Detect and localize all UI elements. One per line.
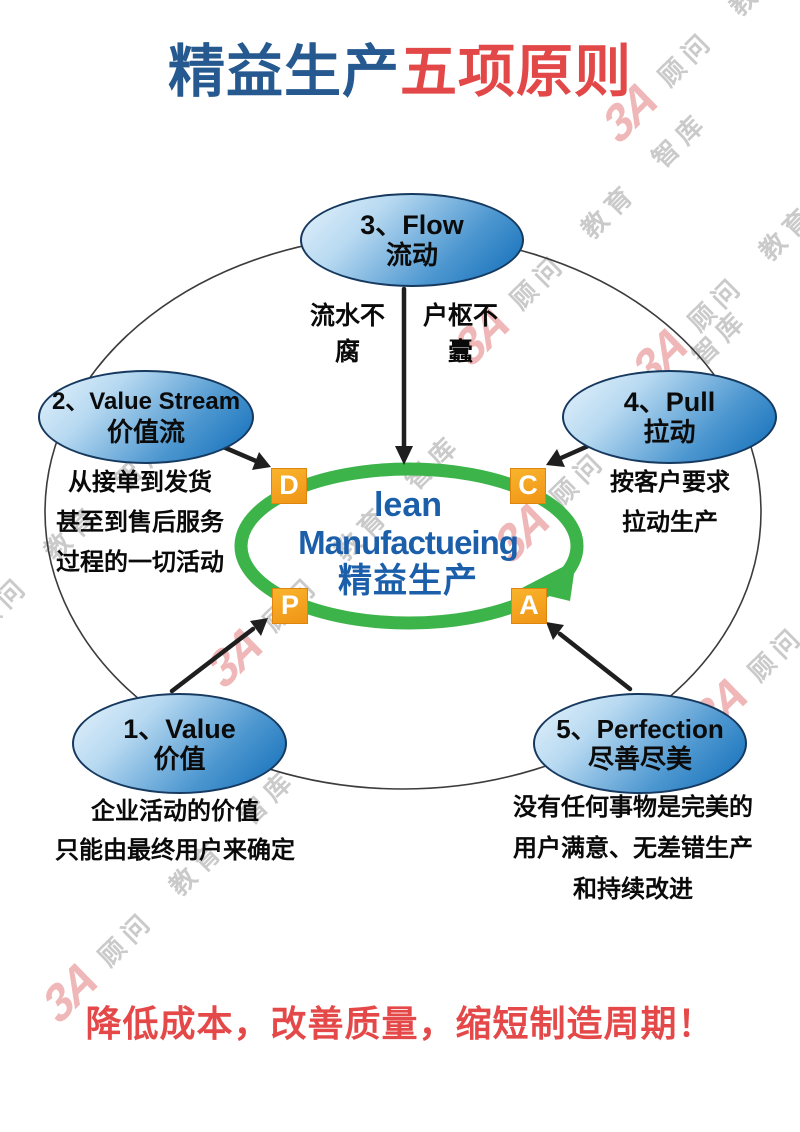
arrow-perfection-head xyxy=(546,622,564,640)
node-perfection-subtitle: 尽善尽美 xyxy=(587,743,692,774)
perfection-description: 没有任何事物是完美的 用户满意、无差错生产 和持续改进 xyxy=(498,787,768,910)
pdca-box-p: P xyxy=(272,588,308,624)
arrow-value-head xyxy=(250,618,268,636)
node-pull: 4、Pull 拉动 xyxy=(562,370,777,464)
arrow-perfection-to-center xyxy=(557,631,633,692)
value-stream-desc-line: 过程的一切活动 xyxy=(56,549,224,576)
value-stream-desc-line: 从接单到发货 xyxy=(68,469,212,496)
center-label-line3: 精益生产 xyxy=(338,562,478,600)
flow-desc-line: 流水不腐 xyxy=(309,302,385,366)
slogan: 降低成本，改善质量，缩短制造周期！ xyxy=(85,1003,715,1044)
center-label-line1: lean xyxy=(373,486,443,524)
value-description: 企业活动的价值 只能由最终用户来确定 xyxy=(40,792,310,870)
pdca-box-c: C xyxy=(510,468,546,504)
node-pull-subtitle: 拉动 xyxy=(643,417,696,447)
value-desc-line: 企业活动的价值 xyxy=(91,798,259,825)
title-blue-part: 精益生产 xyxy=(168,40,400,104)
arrow-flow-head xyxy=(395,446,413,465)
node-perfection-title: 5、Perfection xyxy=(556,713,724,744)
node-pull-title: 4、Pull xyxy=(623,387,716,417)
arrow-pull-head xyxy=(546,449,565,467)
pull-desc-line: 按客户要求 xyxy=(610,469,730,496)
pull-desc-line: 拉动生产 xyxy=(622,509,718,536)
value-stream-description: 从接单到发货 甚至到售后服务 过程的一切活动 xyxy=(30,463,250,583)
value-desc-line: 只能由最终用户来确定 xyxy=(55,837,295,864)
flow-desc-line: 户枢不蠹 xyxy=(422,302,498,366)
perfection-desc-line: 和持续改进 xyxy=(573,876,693,903)
node-flow-title: 3、Flow xyxy=(360,210,464,240)
node-value-stream: 2、Value Stream 价值流 xyxy=(38,370,254,464)
node-perfection: 5、Perfection 尽善尽美 xyxy=(533,693,747,794)
pull-description: 按客户要求 拉动生产 xyxy=(560,463,780,543)
node-flow-subtitle: 流动 xyxy=(385,240,438,270)
node-flow: 3、Flow 流动 xyxy=(300,193,524,287)
arrow-valuestream-to-center xyxy=(218,443,259,464)
pdca-box-d: D xyxy=(271,468,307,504)
title-red-part: 五项原则 xyxy=(400,40,632,104)
page-title: 精益生产五项原则 xyxy=(0,26,800,108)
node-value-stream-subtitle: 价值流 xyxy=(106,417,185,447)
arrow-value-to-center xyxy=(169,626,256,694)
perfection-desc-line: 没有任何事物是完美的 xyxy=(513,794,753,821)
node-value-stream-title: 2、Value Stream xyxy=(51,388,241,415)
pdca-cycle-ring xyxy=(234,462,584,630)
node-value-title: 1、Value xyxy=(123,713,236,744)
flow-description: 流水不腐 户枢不蠹 xyxy=(298,296,510,368)
perfection-desc-line: 用户满意、无差错生产 xyxy=(513,835,753,862)
value-stream-desc-line: 甚至到售后服务 xyxy=(56,509,224,536)
node-value-subtitle: 价值 xyxy=(153,743,206,774)
node-value: 1、Value 价值 xyxy=(72,693,287,794)
arrow-valuestream-head xyxy=(252,452,271,470)
center-label-line2: Manufactueing xyxy=(298,524,519,561)
pdca-box-a: A xyxy=(511,588,547,624)
center-label: lean Manufactueing 精益生产 xyxy=(258,486,558,600)
